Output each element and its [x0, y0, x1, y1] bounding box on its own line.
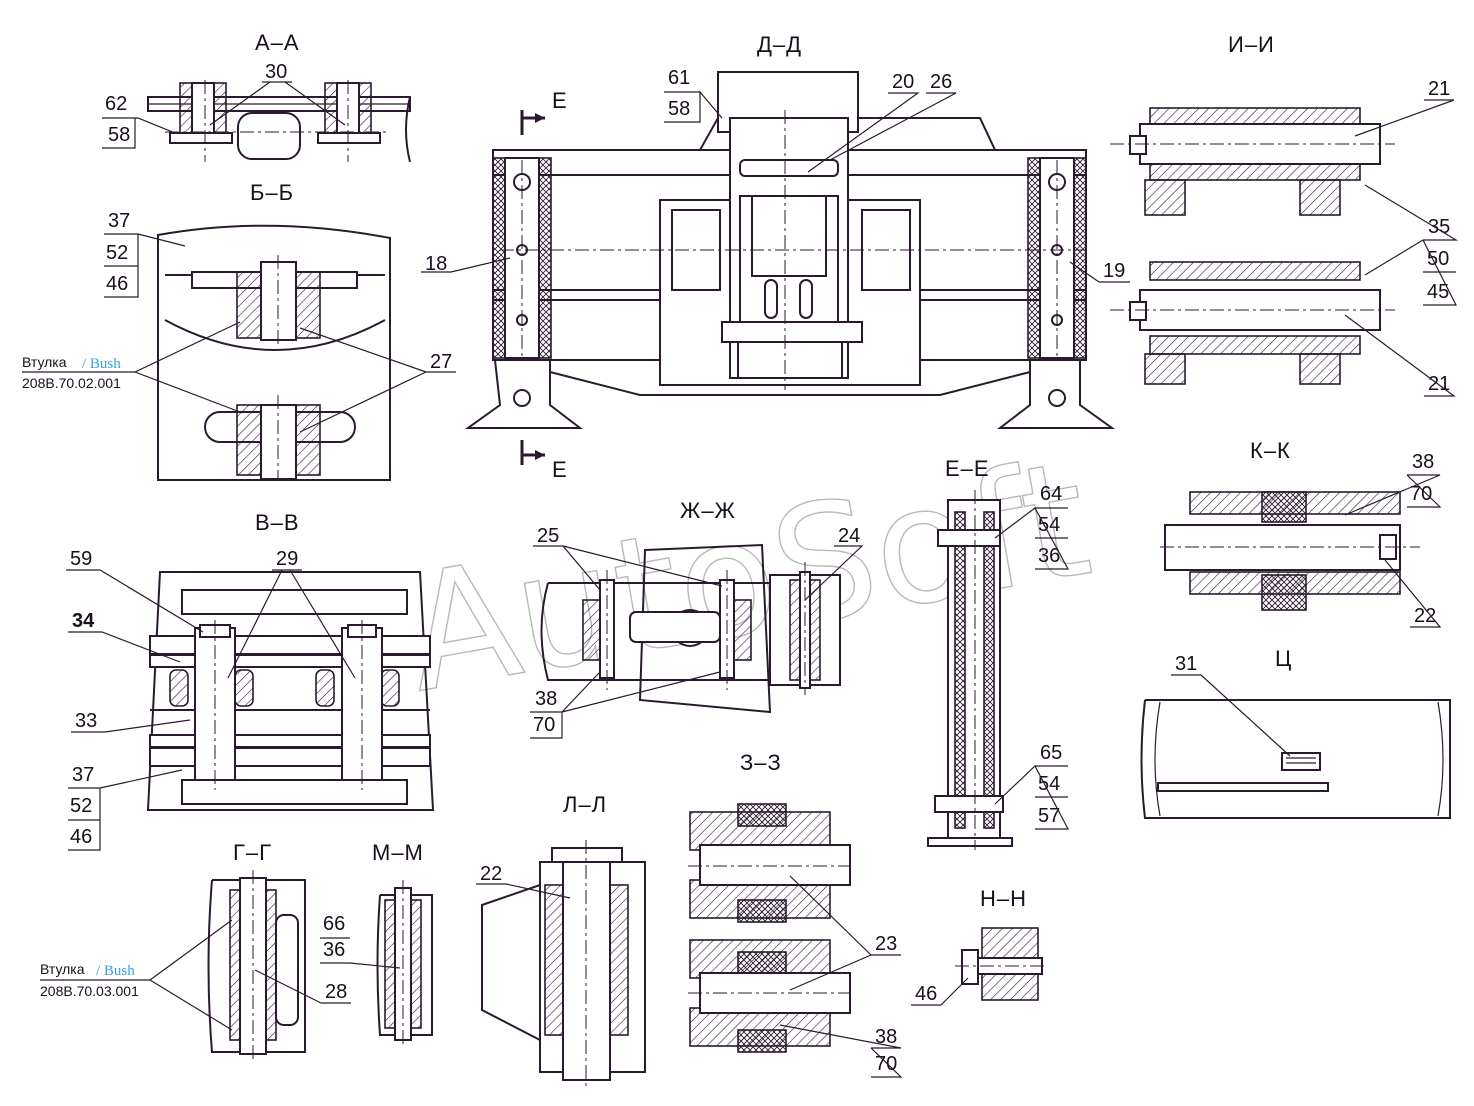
callout-62: 62	[105, 93, 127, 115]
callout-57: 57	[1038, 805, 1060, 827]
bushing-code: 208В.70.02.001	[22, 375, 121, 391]
callout-52: 52	[106, 242, 128, 264]
callout-58-c: 58	[668, 98, 690, 120]
bushing-label-2: Втулка / Bush 208В.70.03.001	[40, 919, 233, 1031]
callout-38-b: 38	[535, 688, 557, 710]
bushing-label: Втулка	[40, 961, 85, 977]
callout-38-c: 38	[875, 1026, 897, 1048]
callout-23: 23	[875, 933, 897, 955]
callout-52-b: 52	[70, 795, 92, 817]
callout-54-b: 54	[1038, 773, 1060, 795]
view-marker-e: Е Е	[520, 88, 568, 482]
bushing-label-en: / Bush	[96, 963, 135, 979]
callout-54: 54	[1038, 514, 1060, 536]
bushing-label: Втулка	[22, 354, 67, 370]
callout-45: 45	[1427, 281, 1449, 303]
callout-34: 34	[72, 610, 95, 632]
callout-50: 50	[1427, 248, 1449, 270]
callout-31: 31	[1175, 653, 1197, 675]
section-kk: К–К 38 70 22	[1160, 438, 1442, 628]
section-nn: Н–Н 46	[911, 886, 1045, 1006]
section-title-aa: А–А	[255, 30, 300, 55]
callout-21-b: 21	[1428, 373, 1450, 395]
callout-58: 58	[108, 124, 130, 146]
callout-18: 18	[425, 253, 447, 275]
section-title-ee: Е–Е	[945, 456, 990, 481]
section-title-gg: Г–Г	[233, 840, 272, 865]
section-title-kk: К–К	[1250, 438, 1291, 463]
section-dd: Д–Д 61 58 20 26 18	[421, 32, 1130, 429]
section-ee: Е–Е 64 54 36 65 54 57	[927, 456, 1070, 850]
section-ii: И–И 21 35 50 45 21	[1110, 32, 1459, 397]
callout-36-b: 36	[1038, 545, 1060, 567]
callout-70: 70	[1410, 483, 1432, 505]
callout-20: 20	[892, 71, 914, 93]
callout-65: 65	[1040, 742, 1062, 764]
callout-64: 64	[1040, 483, 1062, 505]
section-title-vv: В–В	[255, 510, 300, 535]
section-title-ts: Ц	[1275, 646, 1292, 671]
callout-36: 36	[323, 939, 345, 961]
section-zz: З–З 23 38 70	[688, 750, 903, 1078]
section-title-ii: И–И	[1228, 32, 1275, 57]
callout-37-b: 37	[72, 764, 94, 786]
section-title-bb: Б–Б	[250, 180, 294, 205]
callout-29: 29	[276, 548, 298, 570]
callout-28: 28	[325, 981, 347, 1003]
callout-38: 38	[1412, 451, 1434, 473]
callout-37: 37	[108, 210, 130, 232]
callout-19: 19	[1103, 260, 1125, 282]
callout-59: 59	[70, 548, 92, 570]
section-title-dd: Д–Д	[757, 32, 802, 57]
section-title-nn: Н–Н	[980, 886, 1027, 911]
bushing-code: 208В.70.03.001	[40, 983, 139, 999]
section-ll: Л–Л 22	[476, 792, 646, 1090]
section-ts: Ц 31	[1140, 646, 1451, 819]
callout-22-b: 22	[480, 863, 502, 885]
callout-61: 61	[668, 67, 690, 89]
callout-33: 33	[75, 710, 97, 732]
callout-70-b: 70	[533, 714, 555, 736]
section-gg: Г–Г 28	[207, 840, 351, 1060]
section-bb: Б–Б 37 52 46 27	[104, 180, 456, 481]
callout-21: 21	[1428, 78, 1450, 100]
callout-24: 24	[838, 525, 860, 547]
view-mark-e-bottom: Е	[552, 457, 568, 482]
section-aa: А–А 30 62 58	[102, 30, 411, 163]
callout-70-c: 70	[875, 1053, 897, 1075]
bushing-label-en: / Bush	[82, 356, 121, 372]
section-title-zhzh: Ж–Ж	[680, 498, 736, 523]
callout-46: 46	[106, 273, 128, 295]
callout-66: 66	[323, 913, 345, 935]
section-zhzh: Ж–Ж 25 24 38 70	[530, 498, 864, 739]
view-mark-e-top: Е	[552, 88, 568, 113]
callout-22: 22	[1414, 605, 1436, 627]
section-vv: В–В 59 29 34 33 37 52 46	[66, 510, 435, 851]
section-title-mm: М–М	[372, 840, 424, 865]
section-title-zz: З–З	[740, 750, 782, 775]
callout-46-c: 46	[915, 983, 937, 1005]
section-mm: М–М 66 36	[320, 840, 433, 1045]
callout-27: 27	[430, 351, 452, 373]
callout-30: 30	[265, 61, 287, 83]
callout-46-b: 46	[70, 826, 92, 848]
section-title-ll: Л–Л	[563, 792, 607, 817]
bushing-label-1: Втулка / Bush 208В.70.02.001	[22, 321, 241, 413]
callout-26: 26	[930, 71, 952, 93]
callout-25: 25	[537, 525, 559, 547]
